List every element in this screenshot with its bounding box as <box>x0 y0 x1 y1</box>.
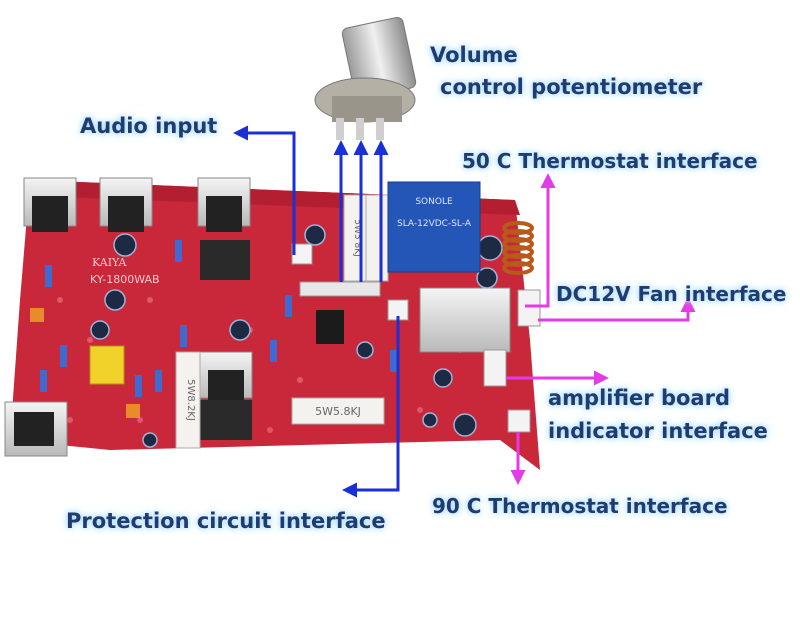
resistor-group <box>40 240 397 397</box>
resistor-label-b: 5W8.2KJ <box>185 379 196 421</box>
potentiometer <box>314 16 417 140</box>
heatsink-group <box>4 177 511 457</box>
blue-arrows <box>233 125 400 498</box>
label-volume-line1: Volume <box>430 43 518 67</box>
trimmer-1 <box>30 308 44 322</box>
ic-chip <box>316 310 344 344</box>
audio-connector <box>291 243 313 265</box>
board-brand: KAIYA <box>92 256 127 269</box>
label-volume-line2: control potentiometer <box>440 75 703 99</box>
relay-brand: SONOLE <box>415 197 453 207</box>
label-audio-input: Audio input <box>80 114 218 138</box>
power-resistor-1: 5W8.2KJ <box>175 351 201 449</box>
label-amplifier-line2: indicator interface <box>548 419 768 443</box>
capacitor-group <box>90 224 503 448</box>
trimmer-2 <box>126 404 140 418</box>
fan-connector <box>517 289 541 327</box>
resistor-label-c: 5W5.8KJ <box>315 405 361 418</box>
thermostat-90-connector <box>507 409 531 433</box>
inductor-coil <box>502 221 534 275</box>
resistor-label-d: 5W5 8KJ <box>352 219 362 257</box>
power-resistor-2: 5W5.8KJ <box>291 397 385 425</box>
label-thermostat-90: 90 C Thermostat interface <box>432 494 728 518</box>
film-capacitor <box>89 345 125 385</box>
indicator-connector <box>483 349 507 387</box>
header-strip <box>299 281 381 297</box>
relay-model: SLA-12VDC-SL-A <box>397 219 472 229</box>
label-protection: Protection circuit interface <box>66 509 386 533</box>
label-fan-interface: DC12V Fan interface <box>556 282 787 306</box>
label-thermostat-50: 50 C Thermostat interface <box>462 149 758 173</box>
board-model: KY-1800WAB <box>90 273 160 286</box>
label-amplifier-line1: amplifier board <box>548 386 730 410</box>
magenta-arrows <box>506 173 696 485</box>
relay: SONOLE SLA-12VDC-SL-A <box>387 181 481 273</box>
